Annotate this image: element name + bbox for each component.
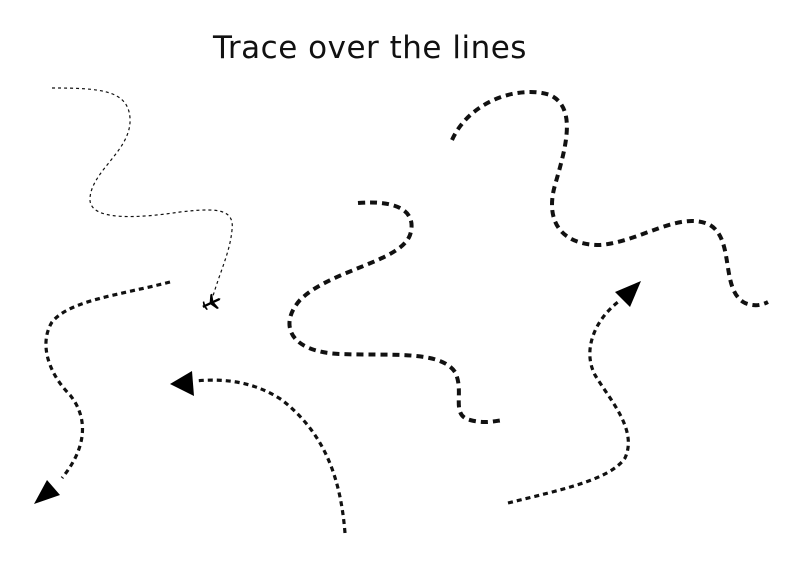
wave-trace-line-middle — [287, 200, 504, 425]
arrowhead-icon — [170, 371, 194, 396]
right-trace-line — [507, 300, 630, 505]
airplane-icon — [202, 293, 221, 311]
arrowhead-icon — [615, 281, 641, 307]
wave-trace-line-top-right — [450, 90, 769, 308]
left-trace-line — [44, 280, 171, 480]
worksheet-title: Trace over the lines — [213, 30, 527, 66]
arrowhead-icon — [34, 480, 60, 504]
thin-trace-line — [51, 87, 233, 297]
center-arc-trace-line — [194, 378, 347, 534]
